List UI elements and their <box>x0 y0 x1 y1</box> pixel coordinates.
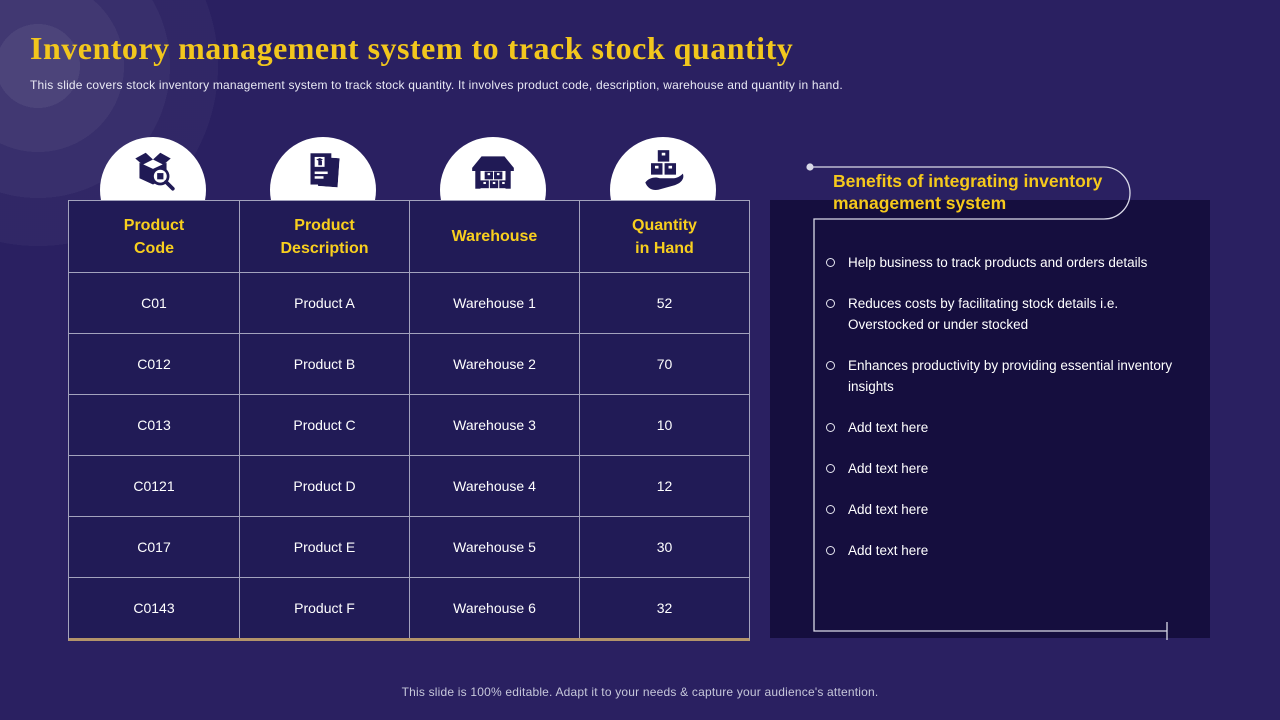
table-cell: 70 <box>579 333 749 394</box>
benefit-text: Help business to track products and orde… <box>848 255 1148 270</box>
benefit-text: Add text here <box>848 543 929 558</box>
table-cell: C0121 <box>69 455 239 516</box>
table-cell: C0143 <box>69 577 239 638</box>
benefit-item: Help business to track products and orde… <box>826 252 1182 273</box>
benefits-list: Help business to track products and orde… <box>826 252 1182 581</box>
benefit-item: Add text here <box>826 458 1182 479</box>
table-cell: Warehouse 5 <box>409 516 579 577</box>
table-cell: C012 <box>69 333 239 394</box>
benefit-item: Add text here <box>826 417 1182 438</box>
table-cell: Product A <box>239 272 409 333</box>
benefit-text: Enhances productivity by providing essen… <box>848 358 1173 394</box>
benefit-text: Add text here <box>848 420 929 435</box>
table-cell: Product E <box>239 516 409 577</box>
benefit-text: Add text here <box>848 502 929 517</box>
circle-bullet-icon <box>826 423 835 432</box>
box-search-icon <box>135 152 175 191</box>
circle-bullet-icon <box>826 361 835 370</box>
table-cell: Product F <box>239 577 409 638</box>
table-cell: Warehouse 1 <box>409 272 579 333</box>
table-cell: Warehouse 4 <box>409 455 579 516</box>
benefit-item: Add text here <box>826 540 1182 561</box>
inventory-table: Product Code Product Description Warehou… <box>68 200 750 641</box>
benefit-item: Reduces costs by facilitating stock deta… <box>826 293 1182 335</box>
circle-bullet-icon <box>826 258 835 267</box>
table-cell: Product C <box>239 394 409 455</box>
table-cell: C017 <box>69 516 239 577</box>
table-cell: Product B <box>239 333 409 394</box>
benefit-text: Reduces costs by facilitating stock deta… <box>848 296 1119 332</box>
table-cell: 52 <box>579 272 749 333</box>
slide-title: Inventory management system to track sto… <box>30 30 794 66</box>
table-cell: Product D <box>239 455 409 516</box>
circle-bullet-icon <box>826 464 835 473</box>
circle-bullet-icon <box>826 299 835 308</box>
circle-bullet-icon <box>826 505 835 514</box>
benefits-title: Benefits of integrating inventory manage… <box>833 171 1103 213</box>
column-header-product-description: Product Description <box>239 201 409 272</box>
column-header-warehouse: Warehouse <box>409 201 579 272</box>
table-cell: C013 <box>69 394 239 455</box>
benefit-item: Add text here <box>826 499 1182 520</box>
column-header-product-code: Product Code <box>69 201 239 272</box>
warehouse-icon <box>472 156 514 189</box>
hand-boxes-icon <box>645 150 684 190</box>
benefit-item: Enhances productivity by providing essen… <box>826 355 1182 397</box>
slide-subtitle: This slide covers stock inventory manage… <box>30 78 843 92</box>
table-cell: 12 <box>579 455 749 516</box>
table-cell: 30 <box>579 516 749 577</box>
table-cell: C01 <box>69 272 239 333</box>
table-cell: Warehouse 2 <box>409 333 579 394</box>
table-cell: Warehouse 3 <box>409 394 579 455</box>
table-cell: Warehouse 6 <box>409 577 579 638</box>
footer-note: This slide is 100% editable. Adapt it to… <box>401 685 879 699</box>
product-sheet-icon <box>310 153 341 189</box>
table-cell: 32 <box>579 577 749 638</box>
table-cell: 10 <box>579 394 749 455</box>
benefit-text: Add text here <box>848 461 929 476</box>
circle-bullet-icon <box>826 546 835 555</box>
column-header-quantity-in-hand: Quantity in Hand <box>579 201 749 272</box>
